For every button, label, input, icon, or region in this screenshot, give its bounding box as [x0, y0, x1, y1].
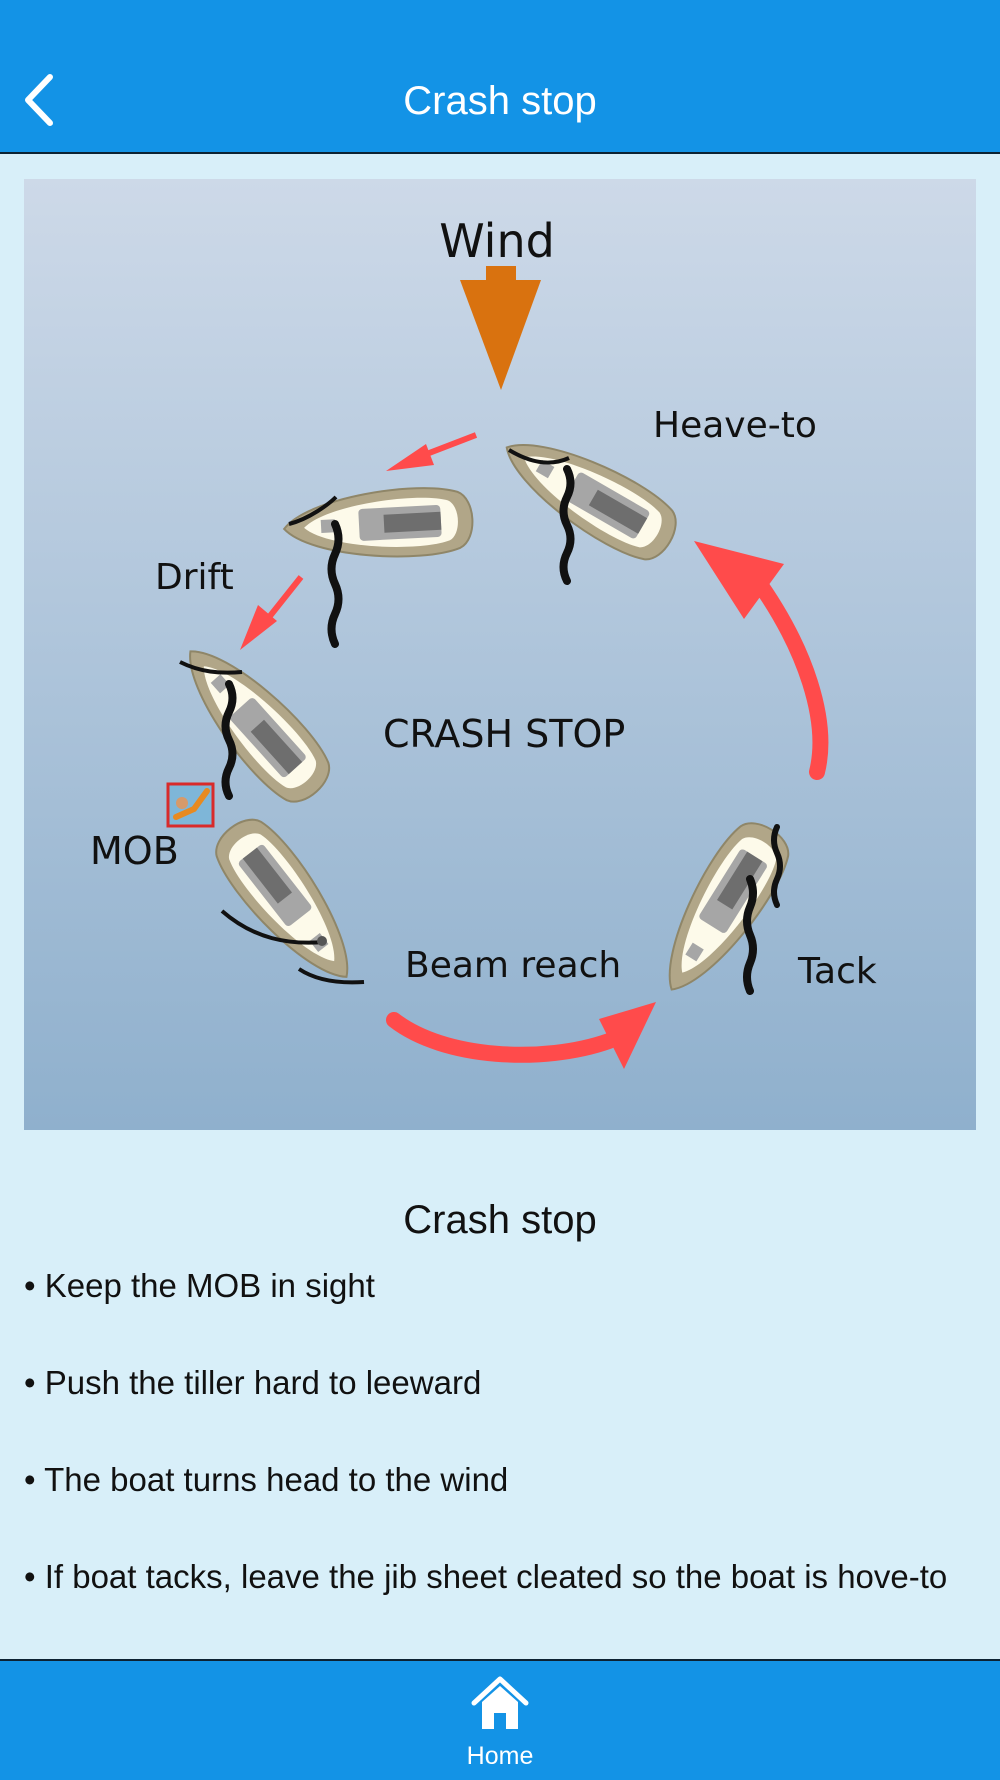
boat-drift-icon — [281, 484, 476, 648]
label-mob: MOB — [90, 829, 179, 873]
arrow-beam-reach-to-tack-icon — [386, 1002, 656, 1069]
label-wind: Wind — [439, 214, 555, 268]
label-heave-to: Heave-to — [653, 405, 817, 446]
chevron-left-icon — [25, 74, 53, 126]
crash-stop-diagram: Wind Heave-to Drift CRASH STOP MOB Beam … — [24, 179, 976, 1130]
instructions-list: • Keep the MOB in sight • Push the tille… — [24, 1262, 976, 1601]
path-arrows — [240, 432, 829, 1069]
list-item: • Keep the MOB in sight — [24, 1267, 375, 1304]
arrow-drift-to-mob-icon — [240, 575, 304, 650]
back-button[interactable] — [10, 70, 70, 130]
label-tack: Tack — [797, 951, 877, 992]
page-title: Crash stop — [403, 79, 597, 123]
label-crash-stop: CRASH STOP — [383, 712, 625, 756]
app-header: Crash stop — [0, 0, 1000, 154]
home-icon — [471, 1676, 529, 1729]
instructions-title: Crash stop — [403, 1198, 597, 1242]
list-item: • Push the tiller hard to leeward — [24, 1364, 482, 1401]
list-item: • The boat turns head to the wind — [24, 1461, 509, 1498]
wind-arrow-icon — [460, 266, 541, 390]
boat-heave-to-icon — [488, 417, 688, 585]
boat-mob-approach-icon — [164, 627, 343, 816]
label-beam-reach: Beam reach — [405, 945, 621, 986]
instructions-section: Crash stop • Keep the MOB in sight • Pus… — [24, 1190, 976, 1650]
arrow-heave-to-to-drift-icon — [386, 432, 478, 471]
home-label: Home — [466, 1742, 534, 1770]
arrow-tack-to-heave-to-icon — [694, 541, 829, 780]
home-button[interactable]: Home — [440, 1671, 560, 1771]
label-drift: Drift — [155, 557, 234, 598]
list-item: • If boat tacks, leave the jib sheet cle… — [24, 1558, 948, 1595]
bottom-tab-bar: Home — [0, 1659, 1000, 1780]
boat-beam-reach-icon — [202, 806, 375, 999]
boat-tack-icon — [641, 810, 802, 1009]
man-overboard-icon — [166, 782, 215, 828]
